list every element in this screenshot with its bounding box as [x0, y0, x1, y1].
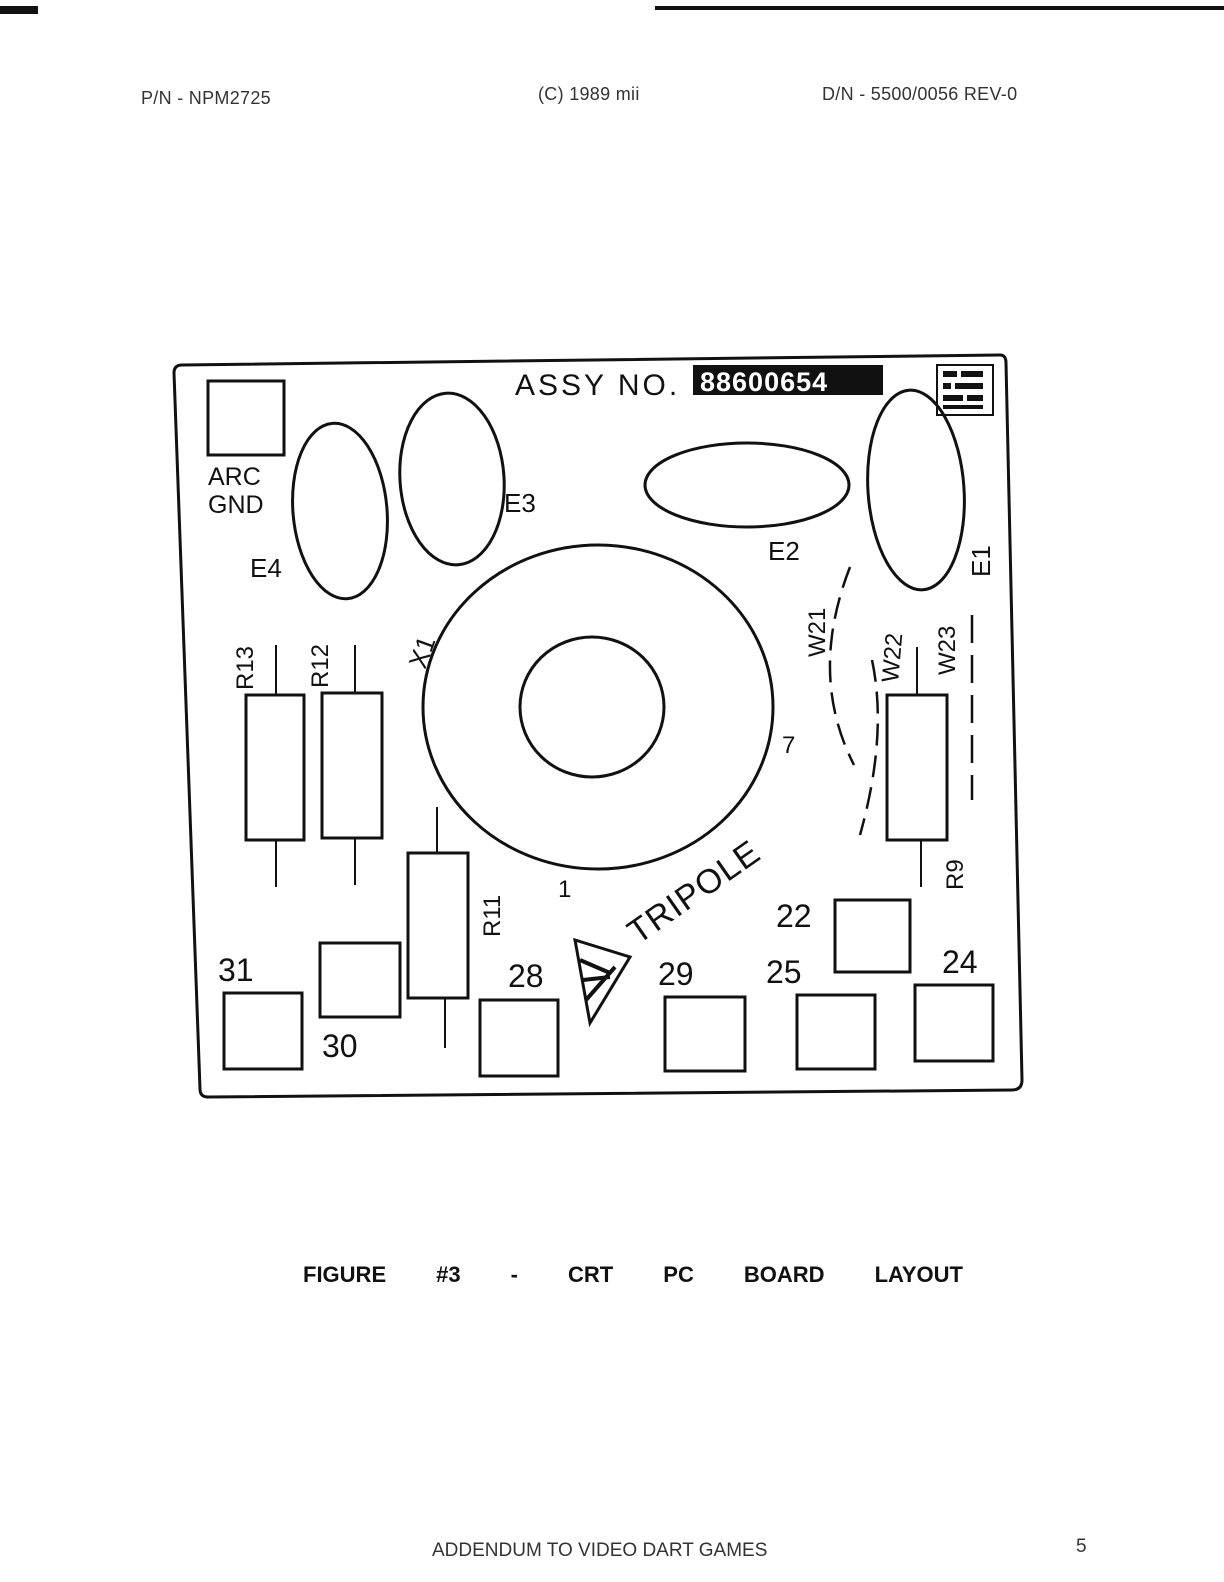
barcode-sticker [936, 364, 994, 416]
w21-label: W21 [804, 608, 831, 657]
r12-label: R12 [307, 644, 334, 688]
caption-word-layout: LAYOUT [874, 1262, 963, 1287]
assy-number: 88600654 [700, 367, 828, 397]
figure-caption: FIGURE #3 - CRT PC BOARD LAYOUT [303, 1262, 963, 1288]
w21-jumper [828, 566, 856, 766]
e2-label: E2 [768, 536, 800, 566]
pad-31 [222, 991, 304, 1071]
pin-7-label: 7 [782, 732, 795, 759]
caption-word-board: BOARD [743, 1262, 825, 1287]
e4-label: E4 [250, 553, 282, 583]
pad-22 [833, 898, 912, 974]
pc-board-diagram: ARC GND E4 E3 ASSY NO. 88600654 E2 E1 X1… [160, 345, 1040, 1115]
tripole-logo-icon [573, 937, 633, 1028]
tripole-brand: TRIPOLE [621, 833, 768, 952]
scan-mark-top [655, 6, 1224, 10]
x1-inner-ring [518, 635, 666, 779]
board-svg: ARC GND E4 E3 ASSY NO. 88600654 E2 E1 X1… [172, 353, 1024, 1099]
pad-29 [663, 995, 747, 1073]
gnd-label: GND [208, 491, 264, 519]
w23-label: W23 [934, 626, 961, 675]
pad-22-label: 22 [776, 898, 812, 934]
pin-1-label: 1 [558, 876, 571, 903]
e1-label: E1 [966, 545, 996, 577]
r13-resistor [244, 645, 306, 887]
pad-31-label: 31 [218, 952, 254, 988]
r9-resistor [885, 647, 949, 887]
pad-24 [913, 983, 995, 1063]
document-number: D/N - 5500/0056 REV-0 [822, 84, 1018, 104]
footer-title: ADDENDUM TO VIDEO DART GAMES [432, 1540, 768, 1561]
caption-word-dash: - [510, 1262, 518, 1287]
pad-30 [318, 941, 402, 1019]
e3-ellipse [398, 391, 506, 567]
board-outline [172, 353, 1024, 1099]
pad-28-label: 28 [508, 958, 544, 994]
pad-30-label: 30 [322, 1028, 358, 1064]
assy-number-box [693, 365, 883, 395]
r11-label: R11 [479, 895, 506, 937]
scan-mark-left [0, 6, 38, 14]
arc-label: ARC [208, 463, 261, 491]
caption-word-crt: CRT [568, 1262, 614, 1287]
e4-ellipse [291, 421, 389, 601]
pad-29-label: 29 [658, 956, 694, 992]
w22-label: W22 [877, 632, 908, 684]
r11-resistor [406, 807, 470, 1048]
w22-jumper [858, 659, 880, 836]
x1-outer-ring [421, 543, 775, 871]
r12-resistor [320, 645, 384, 885]
copyright: (C) 1989 mii [538, 84, 640, 104]
page-number: 5 [1076, 1536, 1087, 1557]
caption-word-figure: FIGURE [303, 1262, 387, 1287]
pad-25-label: 25 [766, 954, 802, 990]
pad-24-label: 24 [942, 944, 978, 980]
x1-label: X1 [402, 632, 441, 672]
caption-word-number: #3 [436, 1262, 461, 1287]
e1-ellipse [866, 388, 966, 592]
e2-ellipse [643, 441, 851, 529]
r13-label: R13 [232, 646, 259, 690]
pad-28 [478, 998, 560, 1078]
caption-word-pc: PC [663, 1262, 694, 1287]
r9-label: R9 [942, 859, 969, 890]
e3-label: E3 [504, 488, 536, 518]
assy-label: ASSY NO. [515, 369, 680, 402]
pad-25 [795, 993, 877, 1071]
part-number: P/N - NPM2725 [141, 88, 271, 108]
arc-gnd-pad [206, 379, 286, 457]
